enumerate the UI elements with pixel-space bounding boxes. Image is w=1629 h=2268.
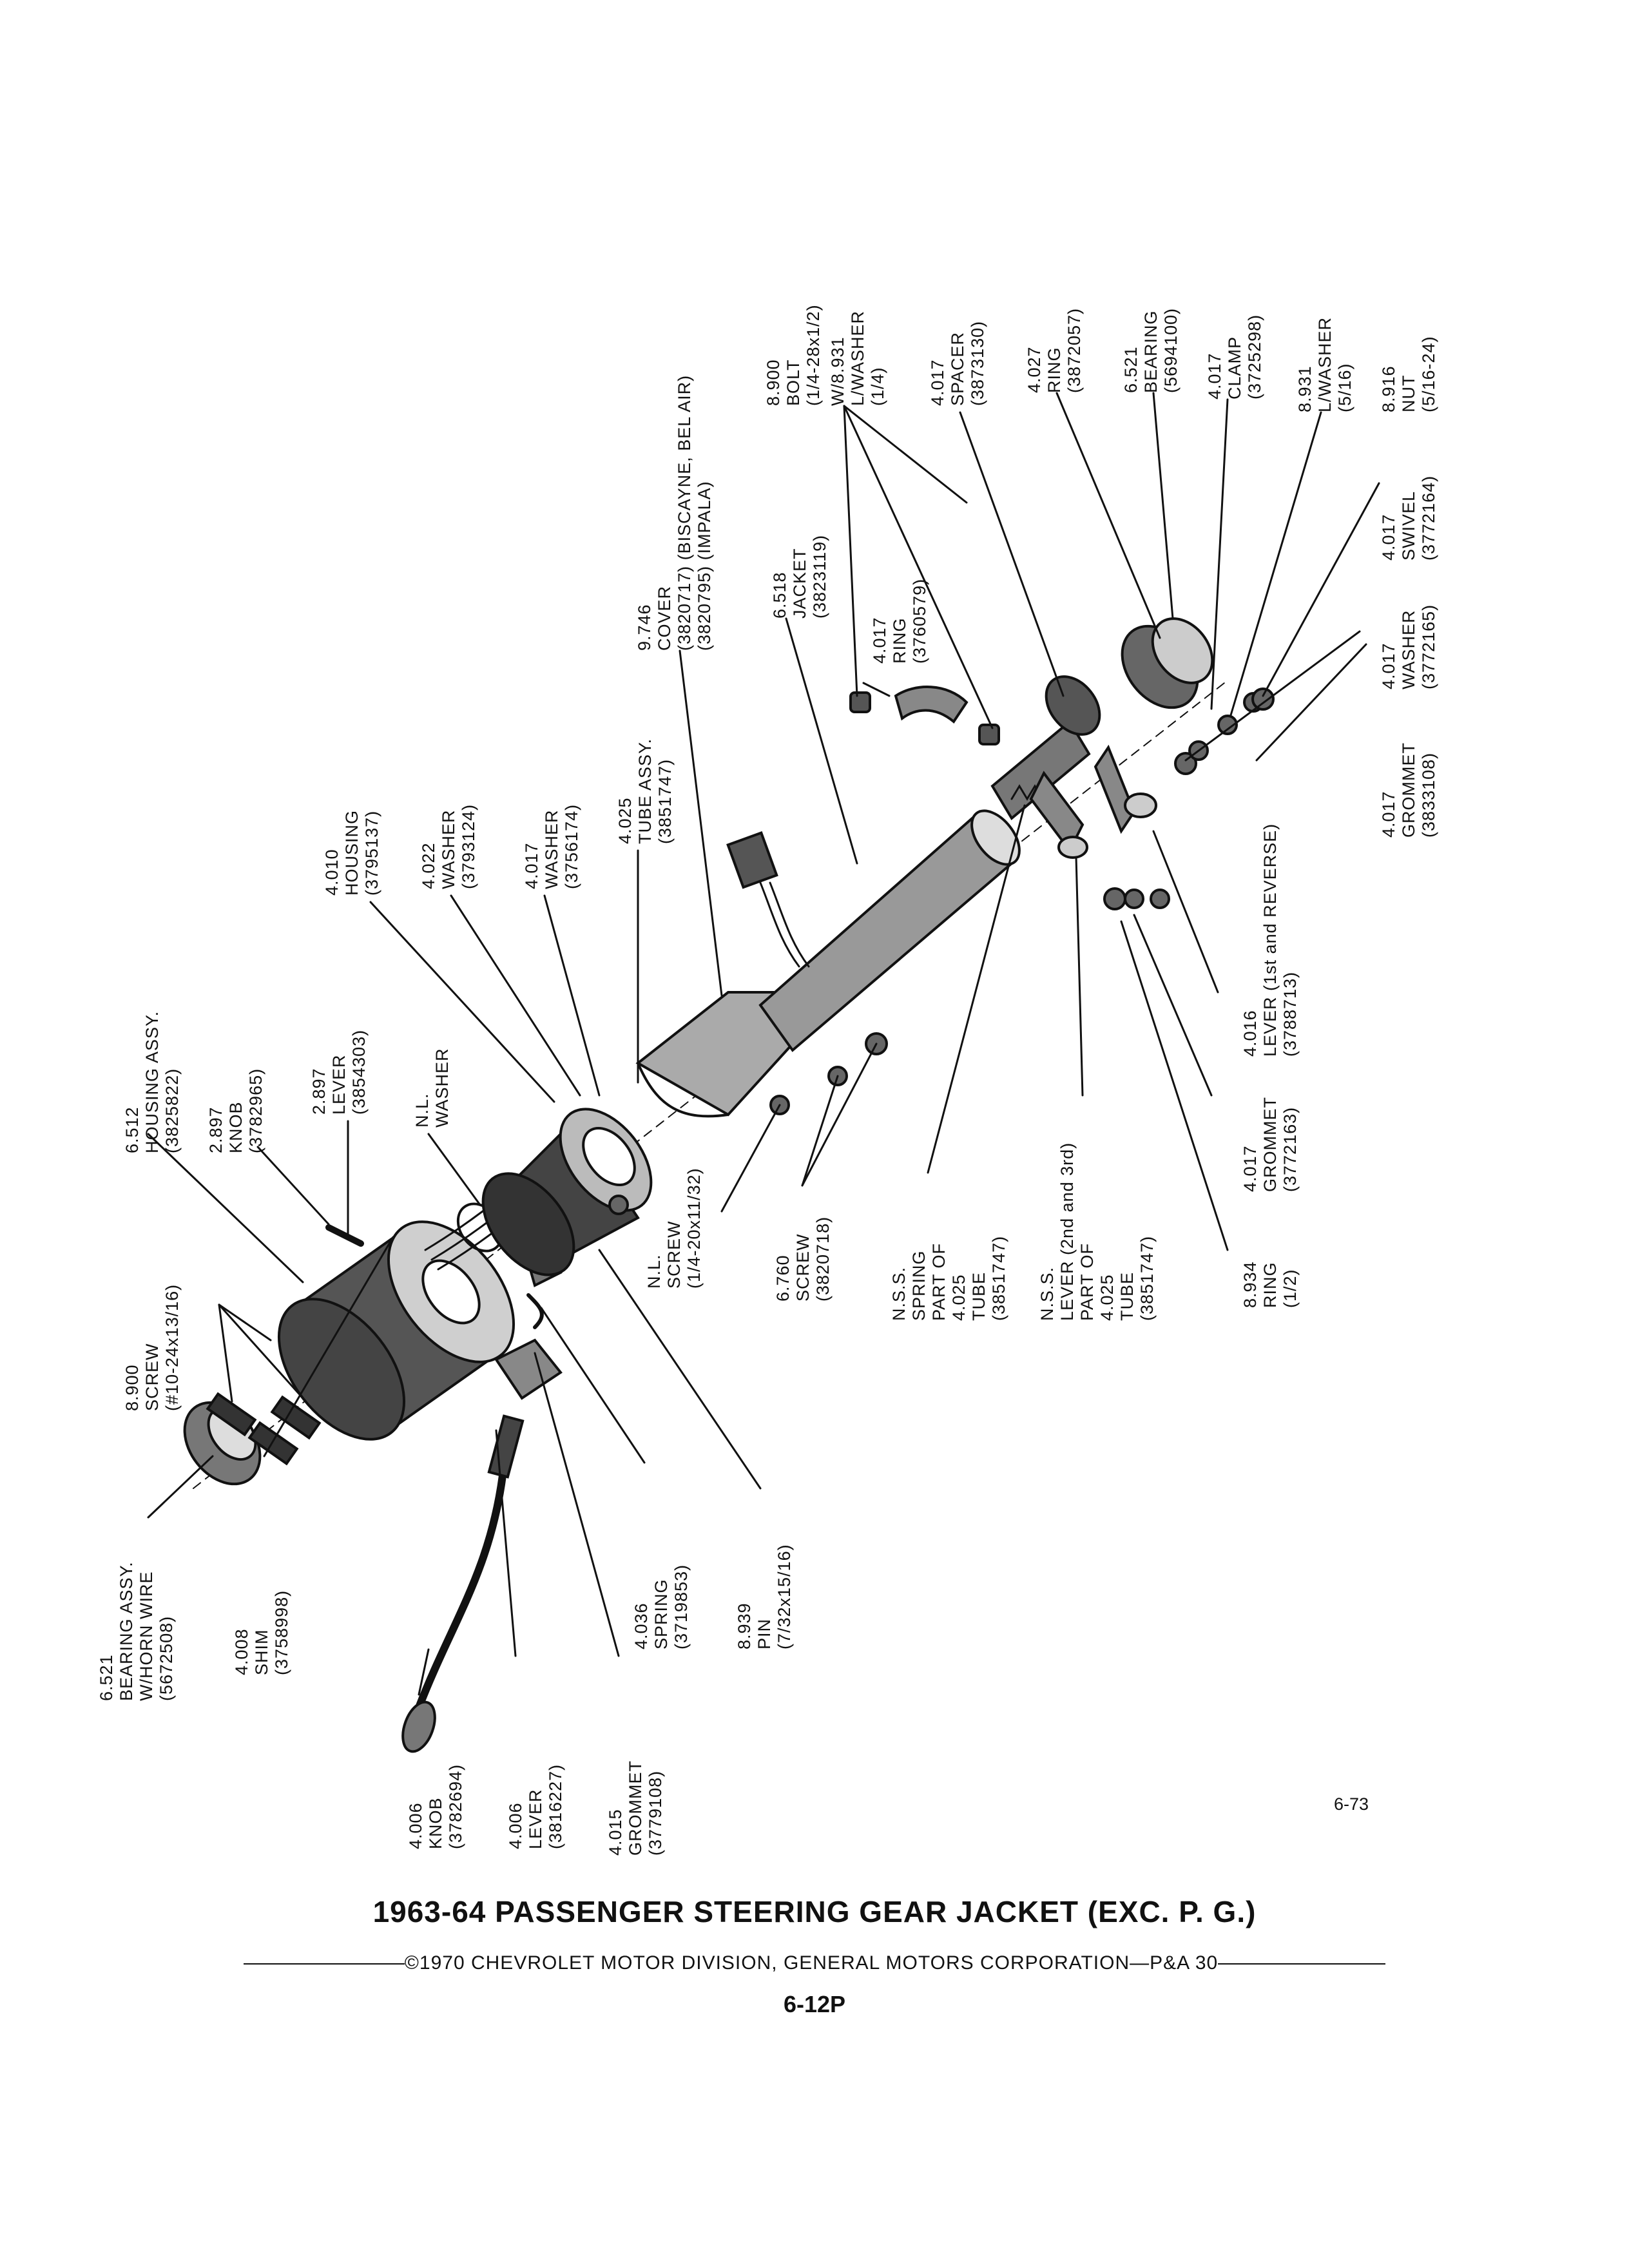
jacket-part xyxy=(758,809,1021,1052)
callout-nl-washer: N.L.WASHER xyxy=(412,1048,452,1128)
leader-lines xyxy=(147,392,1380,1696)
plate-number: 6-12P xyxy=(783,1991,846,2017)
levers-part xyxy=(1029,744,1157,859)
copyright-text: ©1970 CHEVROLET MOTOR DIVISION, GENERAL … xyxy=(404,1952,1219,1974)
copyright-line: ©1970 CHEVROLET MOTOR DIVISION, GENERAL … xyxy=(0,1952,1629,1974)
bearing-6521-part xyxy=(1045,617,1214,736)
page-reference: 6-73 xyxy=(1334,1794,1369,1814)
screws-8900 xyxy=(206,1392,322,1466)
small-hardware-right xyxy=(1103,687,1275,910)
harness-connector xyxy=(726,831,810,968)
ring-4017-part xyxy=(849,686,1000,745)
page-title: 1963-64 PASSENGER STEERING GEAR JACKET (… xyxy=(372,1895,1257,1928)
housing-4010-part xyxy=(481,1108,653,1276)
callout-nl-screw: N.L.SCREW(1/4-20x11/32) xyxy=(644,1168,704,1289)
housing-assy-part xyxy=(277,1220,516,1441)
